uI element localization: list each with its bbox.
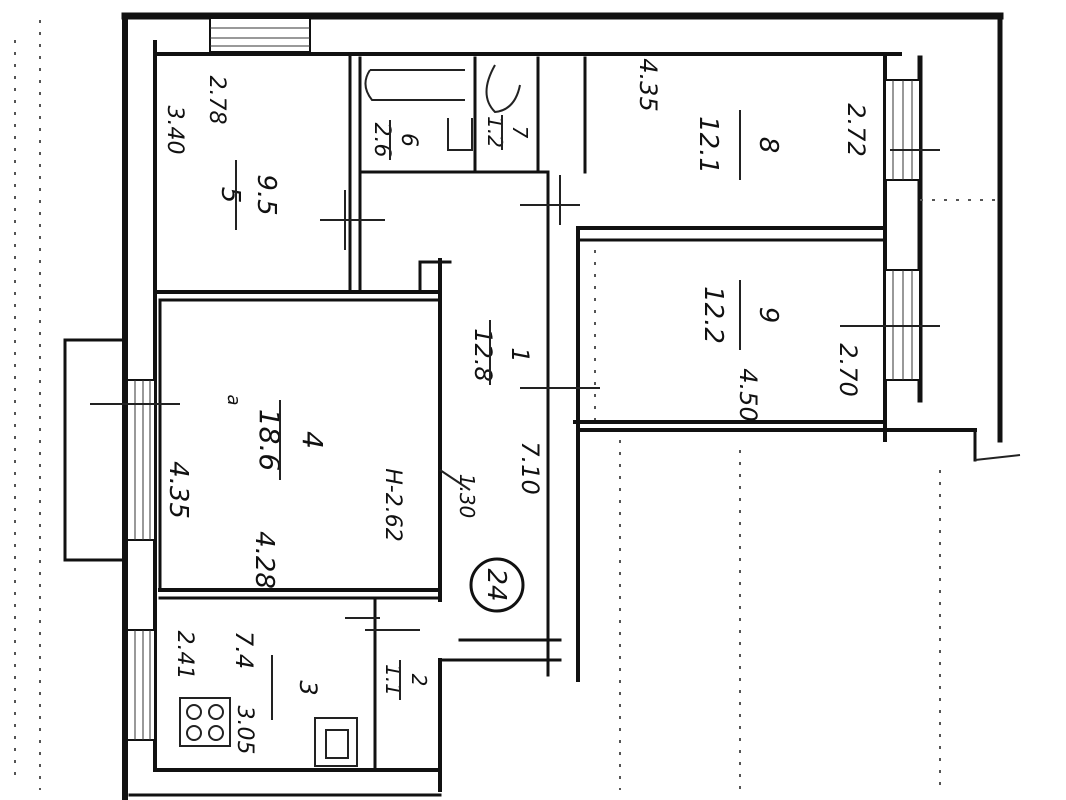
- room-number: 6: [396, 133, 421, 147]
- room-number: 2: [407, 674, 431, 687]
- room-area: 1.2: [483, 116, 507, 148]
- room-area: 18.6: [253, 409, 286, 471]
- door-marks: [90, 149, 940, 631]
- room-4-label: 18.6 4 4.35 4.28 a: [163, 394, 329, 588]
- room-dimension: 4.28: [249, 531, 279, 589]
- fixtures: [179, 64, 521, 767]
- room-number: 9: [753, 307, 783, 324]
- room-dimension: 7.10: [516, 441, 544, 494]
- sink-icon: [447, 118, 473, 151]
- room-dimension: 4.35: [634, 58, 662, 111]
- room-dimension: 4.50: [734, 368, 762, 421]
- room-dimension: 2.41: [172, 631, 197, 680]
- room-area: 12.1: [693, 116, 723, 174]
- apartment-number-stamp: 24: [469, 557, 525, 613]
- room-area: 9.5: [251, 174, 281, 215]
- ceiling-height: H-2.62: [380, 468, 405, 541]
- toilet-icon: [485, 64, 521, 114]
- room-1-label: 12.8 1 7.10 1.30: [455, 320, 544, 518]
- apartment-number: 24: [481, 568, 511, 601]
- room-mark: a: [223, 394, 244, 405]
- room-number: 5: [215, 187, 245, 204]
- room-number: 4: [296, 431, 329, 449]
- room-3-label: 7.4 3 2.41 3.05: [172, 631, 322, 755]
- bathtub-icon: [364, 69, 465, 101]
- ceiling-height-label: H-2.62: [380, 468, 405, 541]
- room-area: 12.8: [469, 328, 497, 381]
- room-2-label: 1.1 2: [381, 660, 431, 700]
- room-dimension: 2.78: [204, 76, 229, 125]
- room-area: 7.4: [230, 631, 258, 669]
- room-8-label: 12.1 8 4.35 2.72: [634, 58, 870, 180]
- room-7-label: 1.2 7: [483, 115, 532, 150]
- room-area: 12.2: [698, 286, 728, 344]
- room-dimension: 1.30: [455, 474, 479, 519]
- partitions: [153, 52, 887, 772]
- room-dimension: 2.70: [834, 343, 862, 396]
- balcony: [63, 338, 127, 562]
- room-6-label: 2.6 6: [369, 120, 421, 160]
- faint-marks: [14, 20, 1000, 790]
- room-dimension: 3.40: [162, 106, 187, 155]
- room-number: 3: [294, 680, 322, 695]
- room-dimension: 2.72: [842, 103, 870, 156]
- room-dimension: 4.35: [163, 461, 193, 519]
- kitchen-sink-icon: [314, 717, 358, 767]
- room-number: 7: [508, 126, 532, 139]
- room-number: 8: [753, 137, 783, 154]
- room-area: 1.1: [381, 664, 405, 696]
- room-dimension: 3.05: [232, 706, 257, 755]
- room-5-label: 5 9.5 3.40 2.78: [162, 76, 281, 230]
- stove-icon: [179, 697, 231, 747]
- room-number: 1: [506, 347, 534, 362]
- room-9-label: 12.2 9 4.50 2.70: [698, 280, 862, 422]
